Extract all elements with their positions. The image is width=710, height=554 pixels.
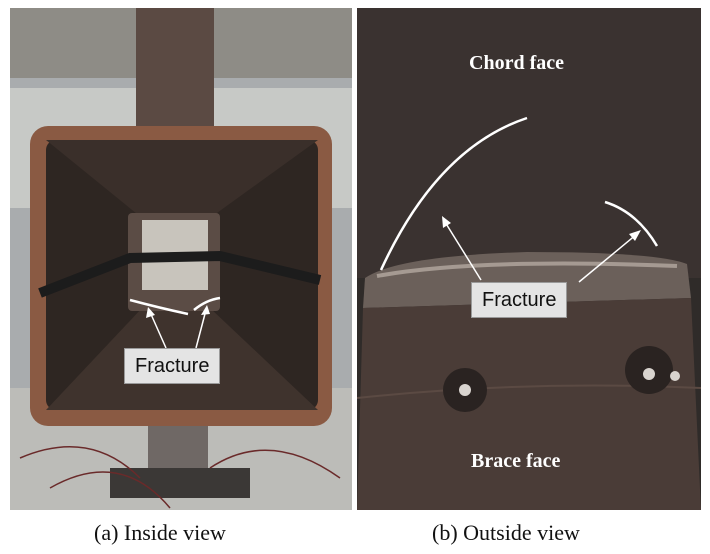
wiring [19,446,341,509]
outside-view-photo-drawing [357,8,701,510]
fracture-label-inside: Fracture [124,348,221,384]
inside-view-photo: Fracture [10,8,352,510]
chord-face-label: Chord face [469,52,564,74]
fracture-curve-left [129,298,189,316]
inside-view-photo-drawing [10,8,352,510]
fracture-curve-chord-right [604,200,659,247]
upper-column [136,8,214,138]
fracture-curve-chord-left [379,116,528,271]
chord-face-surface [357,8,701,278]
outside-view-photo: Chord face Fracture Brace face [357,8,701,510]
fracture-arrow-right-b [578,233,638,283]
fracture-label-outside: Fracture [471,282,568,318]
fracture-curve-right [193,296,221,311]
base-plate [110,468,250,498]
caption-outside-view: (b) Outside view [432,520,580,545]
caption-inside-view: (a) Inside view [94,520,226,545]
fracture-arrow-left-b [444,221,482,281]
fracture-arrow-left [149,311,167,349]
brace-face-surface [357,298,701,510]
strain-gauge-strap [38,250,322,298]
brace-face-label: Brace face [471,450,561,472]
fracture-arrow-right [195,309,207,349]
